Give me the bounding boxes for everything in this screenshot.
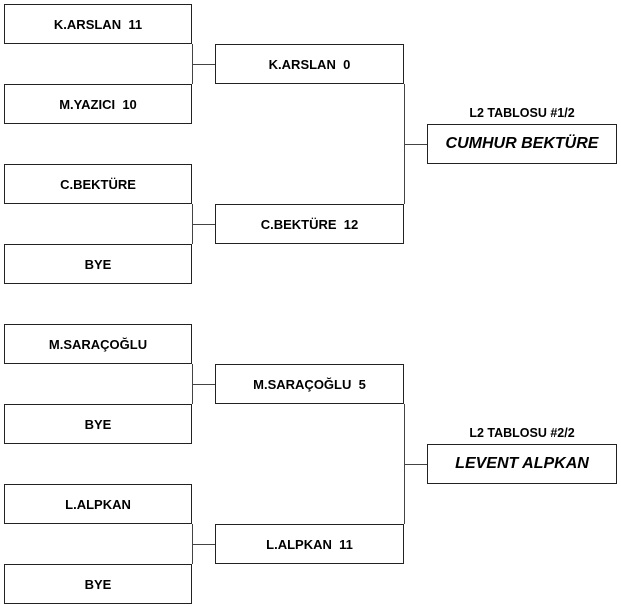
final-winner: LEVENT ALPKAN (427, 444, 617, 484)
player-name: K.ARSLAN (268, 56, 336, 72)
player-name: C.BEKTÜRE (260, 216, 337, 232)
round2-slot-4: L.ALPKAN 11 (215, 524, 404, 564)
player-score: 12 (343, 216, 359, 232)
connector-line (192, 224, 215, 225)
player-score: 10 (122, 96, 137, 112)
player-name: BYE (84, 416, 112, 432)
winner-name: CUMHUR BEKTÜRE (445, 135, 599, 152)
final-winner: CUMHUR BEKTÜRE (427, 124, 617, 164)
final-label: L2 TABLOSU #2/2 (469, 426, 575, 440)
player-name: M.YAZICI (59, 96, 116, 112)
player-name: BYE (84, 256, 112, 272)
player-score: 5 (358, 376, 366, 392)
player-name: C.BEKTÜRE (60, 176, 136, 192)
player-name: K.ARSLAN (53, 16, 122, 32)
player-name: BYE (84, 576, 112, 592)
final-label: L2 TABLOSU #1/2 (469, 106, 575, 120)
connector-line (192, 384, 215, 385)
player-score: 11 (128, 16, 143, 32)
round1-slot-8: BYE (4, 564, 192, 604)
connector-line (192, 64, 215, 65)
connector-line (404, 464, 427, 465)
player-score: 11 (339, 536, 353, 552)
round1-slot-2: M.YAZICI 10 (4, 84, 192, 124)
round2-slot-1: K.ARSLAN 0 (215, 44, 404, 84)
round2-slot-3: M.SARAÇOĞLU 5 (215, 364, 404, 404)
round1-slot-6: BYE (4, 404, 192, 444)
player-score: 0 (343, 56, 351, 72)
winner-name: LEVENT ALPKAN (455, 455, 589, 472)
player-name: M.SARAÇOĞLU (253, 376, 352, 392)
player-name: L.ALPKAN (65, 496, 131, 512)
round1-slot-1: K.ARSLAN 11 (4, 4, 192, 44)
player-name: M.SARAÇOĞLU (48, 336, 148, 352)
connector-line (404, 144, 427, 145)
round1-slot-3: C.BEKTÜRE (4, 164, 192, 204)
round1-slot-5: M.SARAÇOĞLU (4, 324, 192, 364)
connector-line (192, 544, 215, 545)
round1-slot-4: BYE (4, 244, 192, 284)
round2-slot-2: C.BEKTÜRE 12 (215, 204, 404, 244)
round1-slot-7: L.ALPKAN (4, 484, 192, 524)
player-name: L.ALPKAN (266, 536, 332, 552)
